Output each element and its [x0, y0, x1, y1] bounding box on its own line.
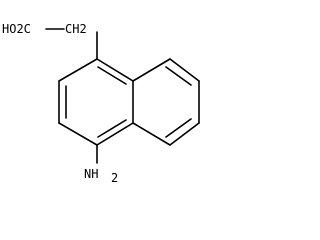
bond-c1-c2: [58, 58, 98, 82]
amino-label: NH: [84, 167, 98, 181]
molecule-drawing: HO2C CH2 NH 2: [2, 22, 200, 185]
bond-c3-c4: [58, 122, 98, 146]
amino-text: NH: [84, 167, 98, 181]
bond-c8-c7: [169, 58, 200, 82]
bond-c6-c5: [169, 122, 200, 146]
bond-c5-c4a: [132, 122, 171, 146]
methylene-text: CH2: [65, 22, 87, 36]
carboxyl-text: HO2C: [2, 22, 31, 36]
amino-sub-text: 2: [111, 171, 118, 185]
bond-c4-c4a: [96, 122, 134, 146]
bond-c8a-c8: [132, 58, 171, 82]
bond-c8a-c1: [96, 58, 134, 82]
double-bond-c8a-c1: [97, 66, 127, 85]
double-bond-c8-c7: [165, 66, 192, 86]
amino-subscript: 2: [111, 171, 118, 185]
double-bond-c6-c5: [165, 118, 192, 138]
double-bond-c4-c4a: [97, 119, 127, 138]
carboxyl-label: HO2C: [2, 22, 31, 36]
structure-diagram: HO2C CH2 NH 2: [2, 22, 200, 185]
methylene-label: CH2: [65, 22, 87, 36]
